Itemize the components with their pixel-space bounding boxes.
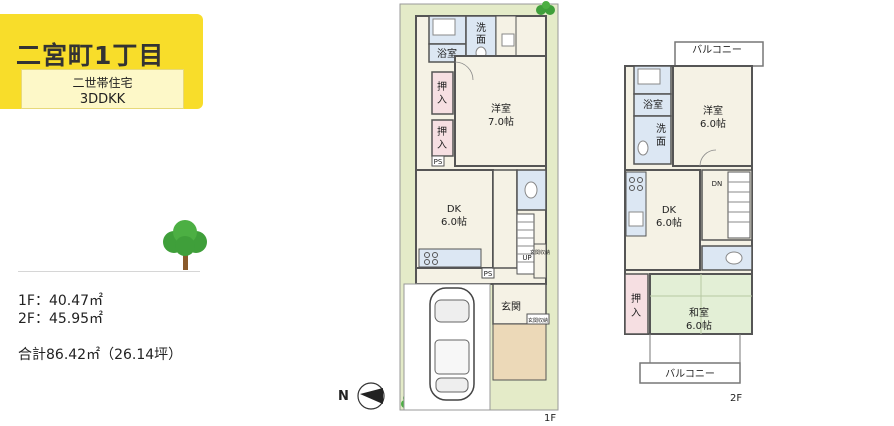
ps2-label: PS: [484, 270, 493, 278]
car-icon: [429, 287, 475, 401]
western-room-name: 洋室: [491, 102, 511, 115]
tree-icon: [163, 220, 207, 270]
balcony-top-label: バルコニー: [692, 44, 742, 56]
closet-2f-label-a: 押: [631, 292, 641, 305]
property-title: 二宮町1丁目: [16, 41, 165, 70]
japanese-room-size: 6.0帖: [686, 319, 712, 332]
dn-label: DN: [712, 180, 723, 188]
area-total: 合計86.42㎡（26.14坪）: [18, 347, 183, 363]
dk-size-1f: 6.0帖: [441, 215, 467, 228]
floor1-label: 1F: [544, 413, 556, 424]
western-room-2f: [672, 65, 753, 167]
washroom-2f: [633, 115, 672, 165]
western-room-2f-name: 洋室: [703, 104, 723, 117]
japanese-room-name: 和室: [689, 306, 709, 319]
closet1-label-b: 入: [437, 95, 447, 106]
toilet-room-1f: [516, 169, 547, 211]
wash-label-b: 面: [476, 35, 486, 46]
title-card: 二宮町1丁目 二世帯住宅 3DDKK: [0, 14, 203, 109]
sink-icon: [637, 140, 649, 156]
toilet-icon: [725, 251, 743, 265]
washing-machine-icon: [501, 33, 515, 47]
dk-name-1f: DK: [447, 204, 462, 215]
bathtub-icon: [637, 68, 661, 85]
closet-2f: [624, 273, 649, 335]
balcony-bottom-label: バルコニー: [665, 368, 715, 380]
staircase-2f: [727, 171, 751, 239]
floor2-plan: バルコニー 浴室 洗 面 洋室 6.0帖 DK 6.0帖 DN: [624, 41, 764, 404]
wash-label-2f-b: 面: [656, 137, 666, 148]
layout-type: 3DDKK: [79, 92, 126, 107]
compass: N: [338, 382, 385, 410]
floor1-plan: 浴室 洗 面 押 入 押 入 PS 洋室 7.0帖 DK 6.0帖 PS: [399, 1, 559, 424]
ground-line: [18, 271, 200, 272]
western-room-2f-size: 6.0帖: [700, 117, 726, 130]
closet2-label-a: 押: [437, 125, 447, 138]
bath-label: 浴室: [437, 47, 457, 60]
toilet-icon: [524, 181, 538, 199]
porch-tile: [492, 323, 547, 381]
dk-size-2f: 6.0帖: [656, 216, 682, 229]
up-label: UP: [522, 254, 531, 262]
closet1-label-a: 押: [437, 80, 447, 93]
bath-label-2f: 浴室: [643, 98, 663, 111]
door-swing: [454, 61, 474, 81]
floor2-label: 2F: [730, 393, 742, 404]
shrub-icon: [536, 1, 555, 15]
entrance-label: 玄関: [501, 300, 521, 313]
closet-1: [431, 71, 454, 115]
house-type: 二世帯住宅: [72, 76, 133, 90]
balcony-bottom: [639, 362, 741, 384]
kitchen-counter: [418, 248, 482, 268]
area-2f: 2F：45.95㎡: [18, 311, 104, 327]
entrance-storage2-label: 玄関収納: [528, 317, 548, 324]
bathtub-icon: [432, 18, 456, 36]
area-1f: 1F：40.47㎡: [18, 293, 104, 309]
staircase-1f: [516, 213, 535, 275]
entrance-storage-label: 玄関収納: [530, 249, 550, 256]
north-label: N: [338, 389, 349, 404]
dk-name-2f: DK: [662, 205, 677, 216]
western-room-1f: [454, 55, 547, 167]
western-room-size: 7.0帖: [488, 115, 514, 128]
closet-2f-label-b: 入: [631, 308, 641, 319]
closet2-label-b: 入: [437, 140, 447, 151]
wash-label-a: 洗: [476, 22, 486, 34]
subtitle-box: 二世帯住宅 3DDKK: [21, 69, 184, 109]
wash-label-2f-a: 洗: [656, 123, 666, 135]
ps1-label: PS: [434, 158, 443, 166]
